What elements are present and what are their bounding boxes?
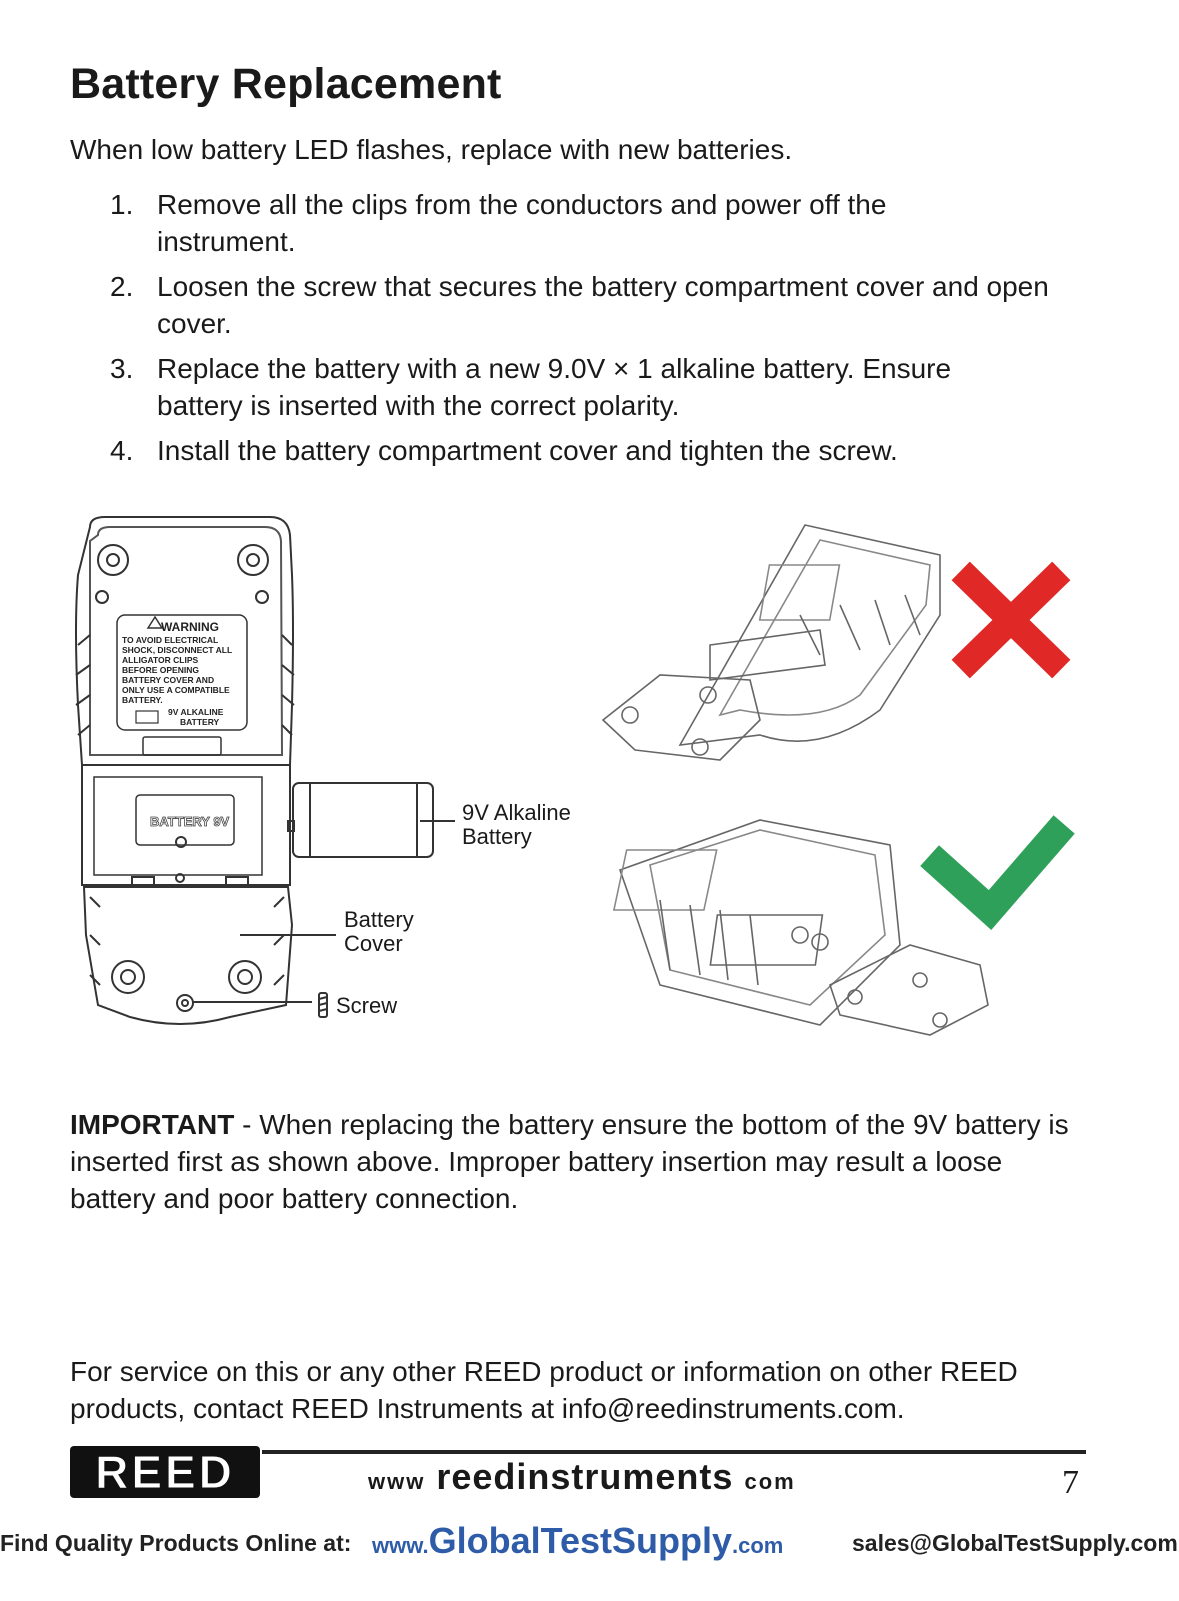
mid-prefix: www. (372, 1533, 429, 1558)
wrong-insertion-illustration (601, 524, 941, 761)
step-number: 3. (110, 353, 134, 384)
warning-line: BATTERY. (122, 695, 163, 705)
mid-main: GlobalTestSupply (428, 1520, 733, 1561)
callout-screw: Screw (336, 993, 398, 1018)
wrong-x-icon (951, 561, 1071, 679)
callout-cover-line2: Cover (344, 931, 403, 956)
globaltestsupply-link[interactable]: www.GlobalTestSupply.com (372, 1520, 783, 1562)
intro-text: When low battery LED flashes, replace wi… (70, 134, 793, 165)
reed-logo: REED (70, 1446, 260, 1499)
figure-drawing: WARNING TO AVOID ELECTRICAL SHOCK, DISCO… (75, 516, 1075, 1036)
service-text: For service on this or any other REED pr… (70, 1356, 1018, 1424)
steps-list: 1. Remove all the clips from the conduct… (110, 186, 1110, 477)
meter-back-illustration: WARNING TO AVOID ELECTRICAL SHOCK, DISCO… (75, 516, 455, 1025)
web-main: reedinstruments (436, 1456, 734, 1497)
important-note: IMPORTANT - When replacing the battery e… (70, 1106, 1080, 1217)
step-text: Remove all the clips from the conductors… (157, 189, 887, 257)
web-prefix: www (368, 1469, 426, 1494)
correct-check-icon (920, 815, 1075, 930)
correct-insertion-illustration (612, 819, 989, 1036)
warning-line: ALLIGATOR CLIPS (122, 655, 199, 665)
important-label: IMPORTANT (70, 1109, 235, 1140)
step-text: Replace the battery with a new 9.0V × 1 … (157, 353, 952, 421)
warning-line: TO AVOID ELECTRICAL (122, 635, 218, 645)
step-text: Install the battery compartment cover an… (157, 435, 898, 466)
step-text: Loosen the screw that secures the batter… (157, 271, 1049, 339)
step-number: 2. (110, 271, 134, 302)
warning-battery-1: 9V ALKALINE (168, 707, 224, 717)
website-link[interactable]: www reedinstruments com (368, 1456, 796, 1498)
step-number: 4. (110, 435, 134, 466)
important-text: - When replacing the battery ensure the … (70, 1109, 1069, 1214)
list-item: 4. Install the battery compartment cover… (110, 432, 1110, 469)
compartment-label: BATTERY 9V (150, 814, 230, 829)
callout-battery-line1: 9V Alkaline (462, 800, 571, 825)
callout-battery: 9V Alkaline Battery (462, 801, 571, 849)
list-item: 3. Replace the battery with a new 9.0V ×… (110, 350, 1110, 424)
callout-battery-line2: Battery (462, 824, 532, 849)
callout-cover: Battery Cover (344, 908, 414, 956)
footer-divider (262, 1450, 1086, 1454)
mid-suffix: .com (732, 1533, 784, 1558)
sales-email-link[interactable]: sales@GlobalTestSupply.com (852, 1530, 1178, 1556)
list-item: 1. Remove all the clips from the conduct… (110, 186, 1110, 260)
warning-line: SHOCK, DISCONNECT ALL (122, 645, 232, 655)
step-number: 1. (110, 189, 134, 220)
warning-line: BATTERY COVER AND (122, 675, 214, 685)
warning-line: BEFORE OPENING (122, 665, 199, 675)
warning-line: ONLY USE A COMPATIBLE (122, 685, 230, 695)
web-suffix: com (744, 1469, 796, 1494)
page-number: 7 (1062, 1464, 1079, 1501)
bottom-bar: Find Quality Products Online at: www.Glo… (0, 1520, 1179, 1565)
bottom-bar-left: Find Quality Products Online at: (0, 1530, 352, 1556)
warning-battery-2: BATTERY (180, 717, 220, 727)
list-item: 2. Loosen the screw that secures the bat… (110, 268, 1110, 342)
battery-replacement-figure: WARNING TO AVOID ELECTRICAL SHOCK, DISCO… (60, 505, 1120, 1045)
page-title: Battery Replacement (70, 60, 502, 108)
warning-title: WARNING (161, 620, 219, 634)
logo-text: REED (95, 1446, 235, 1499)
callout-cover-line1: Battery (344, 907, 414, 932)
